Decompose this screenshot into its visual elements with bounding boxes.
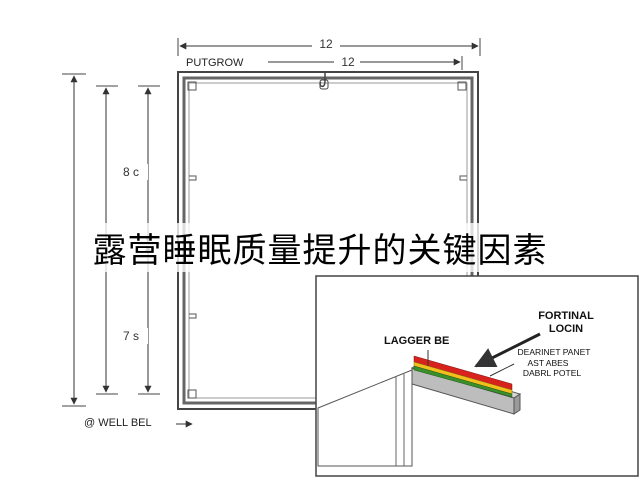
upper-height-label: 8 c [123,165,139,179]
detail-label-right-line2: LOCIN [549,323,583,335]
mounting-strip [410,355,522,415]
lower-height-label: 7 s [123,329,139,343]
side-clip-icon [189,175,467,319]
detail-small-line3: DABRL POTEL [523,368,582,378]
top-dimension-line [177,37,481,56]
detail-small-line1: DEARINET PANET [518,347,591,357]
frame-label: PUTGROW [186,57,244,69]
overlay-title-text: 露营睡眠质量提升的关键因素 [86,222,554,272]
frame-hook-icon [319,72,329,90]
bottom-label: @ WELL BEL [84,417,152,429]
overlay-title: 露营睡眠质量提升的关键因素 [0,219,640,275]
detail-label-right-line1: FORTINAL [538,310,594,322]
inner-dimension-line [268,55,463,70]
left-inner-dimension [114,85,160,395]
left-outer-dimension [62,73,86,407]
detail-label-left: LAGGER BE [384,335,449,347]
detail-small-line2: AST ABES [528,358,569,368]
inner-dimension-label: 12 [341,55,355,69]
top-dimension-label: 12 [319,37,333,51]
